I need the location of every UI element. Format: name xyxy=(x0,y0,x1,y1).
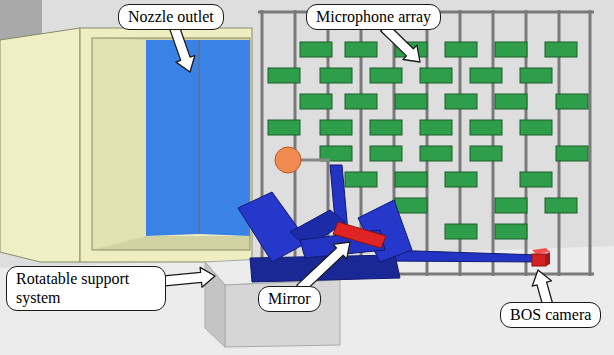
bos-camera-part xyxy=(532,248,550,254)
nozzle-part xyxy=(80,28,252,262)
microphones-part xyxy=(470,146,502,161)
microphones-part xyxy=(545,198,577,213)
microphones-part xyxy=(370,68,402,83)
microphones-part xyxy=(495,42,527,57)
microphones-part xyxy=(520,120,552,135)
microphones-part xyxy=(300,94,332,109)
bos-camera xyxy=(532,248,550,266)
nozzle xyxy=(0,28,252,262)
callout-box: Microphone array xyxy=(306,4,441,30)
bos-camera-part xyxy=(532,254,546,266)
microphones-part xyxy=(345,172,377,187)
array-frame xyxy=(258,10,594,276)
callout-box: Mirror xyxy=(258,286,321,312)
nozzle-part xyxy=(0,28,80,262)
callout-text: Microphone array xyxy=(316,7,431,26)
pedestal-part xyxy=(225,280,340,347)
leader-arrow xyxy=(297,242,350,292)
microphones-part xyxy=(470,120,502,135)
callout-text: Nozzle outlet xyxy=(128,7,214,26)
microphones-part xyxy=(470,68,502,83)
leader-arrow xyxy=(162,267,216,287)
probe xyxy=(275,147,330,173)
microphones-part xyxy=(495,224,527,239)
microphones-part xyxy=(395,94,427,109)
nozzle-part xyxy=(198,40,200,234)
microphones-part xyxy=(445,94,477,109)
microphones-part xyxy=(495,94,527,109)
microphones-part xyxy=(520,68,552,83)
microphones-part xyxy=(320,120,352,135)
callout-box: Nozzle outlet xyxy=(118,4,224,30)
microphones-part xyxy=(420,120,452,135)
callout-text: Rotatable support system xyxy=(16,269,156,307)
nozzle-part xyxy=(92,236,250,250)
probe-part xyxy=(275,147,301,173)
bos-camera-part xyxy=(546,252,550,266)
microphones-part xyxy=(268,120,300,135)
support-structure-part xyxy=(238,192,308,262)
nozzle-part xyxy=(92,38,146,250)
callout-text: BOS camera xyxy=(510,305,591,324)
microphones-part xyxy=(320,68,352,83)
callout-box: Rotatable support system xyxy=(6,266,166,311)
microphones-part xyxy=(300,42,332,57)
microphones-part xyxy=(445,224,477,239)
microphones-part xyxy=(445,172,477,187)
microphones-part xyxy=(520,172,552,187)
microphones-part xyxy=(420,146,452,161)
microphones-part xyxy=(395,198,427,213)
array-frame-part xyxy=(492,10,495,276)
microphones-part xyxy=(345,94,377,109)
microphones-part xyxy=(345,42,377,57)
microphones xyxy=(268,42,588,239)
microphones-part xyxy=(495,198,527,213)
support-structure xyxy=(238,165,540,282)
callout-text: Mirror xyxy=(268,289,311,308)
microphones-part xyxy=(395,172,427,187)
microphones-part xyxy=(445,42,477,57)
microphones-part xyxy=(370,146,402,161)
nozzle-part xyxy=(92,38,250,250)
microphones-part xyxy=(545,42,577,57)
microphones-part xyxy=(556,94,588,109)
microphones-part xyxy=(370,120,402,135)
leader-arrow xyxy=(169,25,194,72)
array-frame-part xyxy=(589,10,592,276)
microphones-part xyxy=(420,68,452,83)
microphones-part xyxy=(556,146,588,161)
callout-box: BOS camera xyxy=(500,302,601,328)
microphones-part xyxy=(268,68,300,83)
